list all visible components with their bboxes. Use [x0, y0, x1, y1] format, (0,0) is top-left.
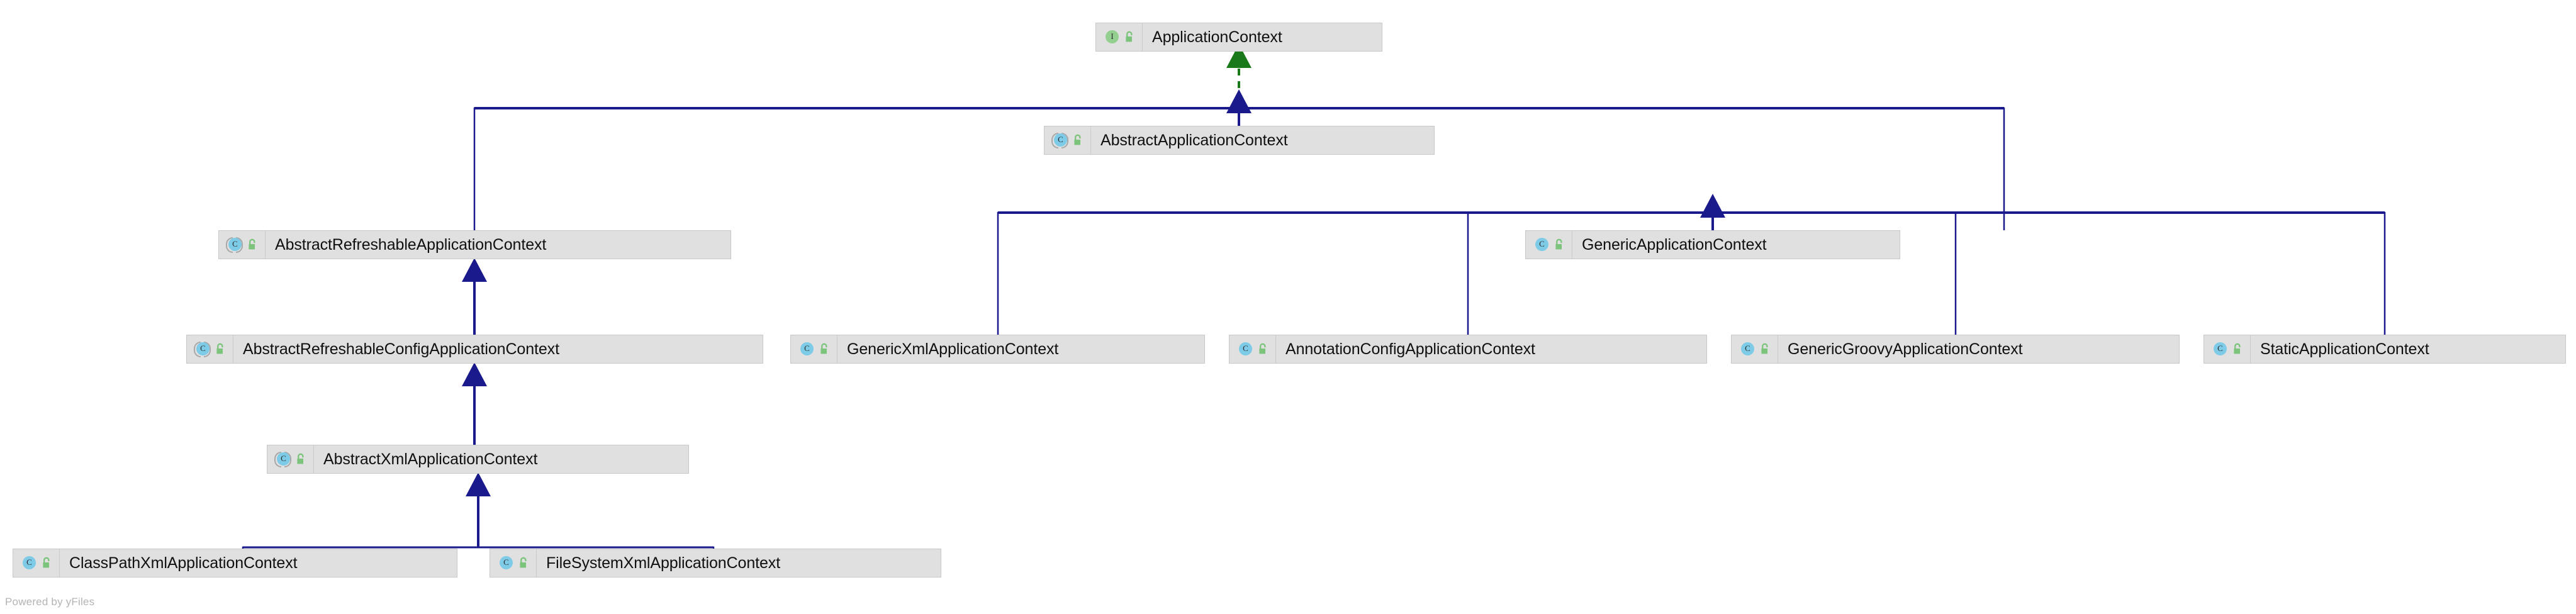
node-icon-group: C — [13, 549, 60, 577]
uml-node-genericapplicationcontext[interactable]: C GenericApplicationContext — [1525, 230, 1900, 259]
uml-node-genericgroovyapplicationcontext[interactable]: C GenericGroovyApplicationContext — [1731, 335, 2180, 364]
unlocked-padlock-icon — [1072, 134, 1084, 147]
node-icon-group: C — [1526, 231, 1572, 259]
node-icon-group: C — [490, 549, 537, 577]
unlocked-padlock-icon — [819, 343, 830, 355]
node-icon-group: C — [1732, 335, 1778, 363]
unlocked-padlock-icon — [295, 453, 306, 466]
unlocked-padlock-icon — [41, 557, 52, 569]
uml-node-label: AnnotationConfigApplicationContext — [1285, 340, 1535, 358]
unlocked-padlock-icon — [1124, 31, 1135, 43]
uml-node-abstractrefreshableapplicationcontext[interactable]: C AbstractRefreshableApplicationContext — [218, 230, 731, 259]
uml-node-abstractrefreshableconfigapplicationcontext[interactable]: C AbstractRefreshableConfigApplicationCo… — [186, 335, 763, 364]
class-badge-icon: C — [1237, 342, 1253, 357]
unlocked-padlock-icon — [247, 238, 258, 251]
uml-node-annotationconfigapplicationcontext[interactable]: C AnnotationConfigApplicationContext — [1229, 335, 1707, 364]
unlocked-padlock-icon — [215, 343, 226, 355]
abstract-class-badge-icon: C — [226, 237, 243, 253]
node-icon-group: C — [791, 335, 837, 363]
uml-node-genericxmlapplicationcontext[interactable]: C GenericXmlApplicationContext — [790, 335, 1205, 364]
uml-node-label: AbstractApplicationContext — [1100, 131, 1288, 149]
class-badge-icon: C — [1739, 342, 1755, 357]
uml-node-label: AbstractXmlApplicationContext — [323, 450, 538, 468]
uml-node-label: GenericXmlApplicationContext — [847, 340, 1059, 358]
uml-node-label: FileSystemXmlApplicationContext — [546, 554, 781, 572]
node-icon-group: I — [1096, 23, 1143, 51]
uml-node-classpathxmlapplicationcontext[interactable]: C ClassPathXmlApplicationContext — [13, 549, 457, 578]
class-badge-icon: C — [21, 555, 36, 571]
uml-node-label: GenericApplicationContext — [1582, 235, 1767, 254]
node-icon-group: C — [187, 335, 233, 363]
uml-node-label: ApplicationContext — [1152, 28, 1282, 46]
class-badge-icon: C — [1533, 237, 1549, 253]
uml-node-label: GenericGroovyApplicationContext — [1788, 340, 2023, 358]
class-badge-icon: C — [2212, 342, 2227, 357]
uml-node-filesystemxmlapplicationcontext[interactable]: C FileSystemXmlApplicationContext — [490, 549, 941, 578]
unlocked-padlock-icon — [1759, 343, 1771, 355]
node-icon-group: C — [267, 445, 314, 473]
node-icon-group: C — [219, 231, 266, 259]
abstract-class-badge-icon: C — [274, 451, 291, 467]
uml-node-abstractapplicationcontext[interactable]: C AbstractApplicationContext — [1044, 126, 1435, 155]
unlocked-padlock-icon — [2232, 343, 2243, 355]
uml-node-staticapplicationcontext[interactable]: C StaticApplicationContext — [2204, 335, 2566, 364]
uml-node-applicationcontext[interactable]: I ApplicationContext — [1095, 23, 1382, 52]
unlocked-padlock-icon — [1554, 238, 1565, 251]
interface-badge-icon: I — [1104, 30, 1119, 45]
uml-node-label: AbstractRefreshableApplicationContext — [275, 235, 547, 254]
uml-node-label: AbstractRefreshableConfigApplicationCont… — [243, 340, 559, 358]
edge-generalization-level5-to-abstractxml — [242, 472, 715, 549]
class-badge-icon: C — [498, 555, 513, 571]
yfiles-watermark: Powered by yFiles — [5, 596, 95, 608]
uml-node-label: ClassPathXmlApplicationContext — [69, 554, 298, 572]
abstract-class-badge-icon: C — [1051, 132, 1068, 148]
unlocked-padlock-icon — [518, 557, 529, 569]
node-icon-group: C — [2204, 335, 2251, 363]
abstract-class-badge-icon: C — [194, 341, 211, 357]
uml-node-abstractxmlapplicationcontext[interactable]: C AbstractXmlApplicationContext — [267, 445, 689, 474]
node-icon-group: C — [1229, 335, 1276, 363]
class-badge-icon: C — [798, 342, 814, 357]
node-icon-group: C — [1044, 126, 1091, 154]
unlocked-padlock-icon — [1257, 343, 1268, 355]
uml-node-label: StaticApplicationContext — [2260, 340, 2429, 358]
